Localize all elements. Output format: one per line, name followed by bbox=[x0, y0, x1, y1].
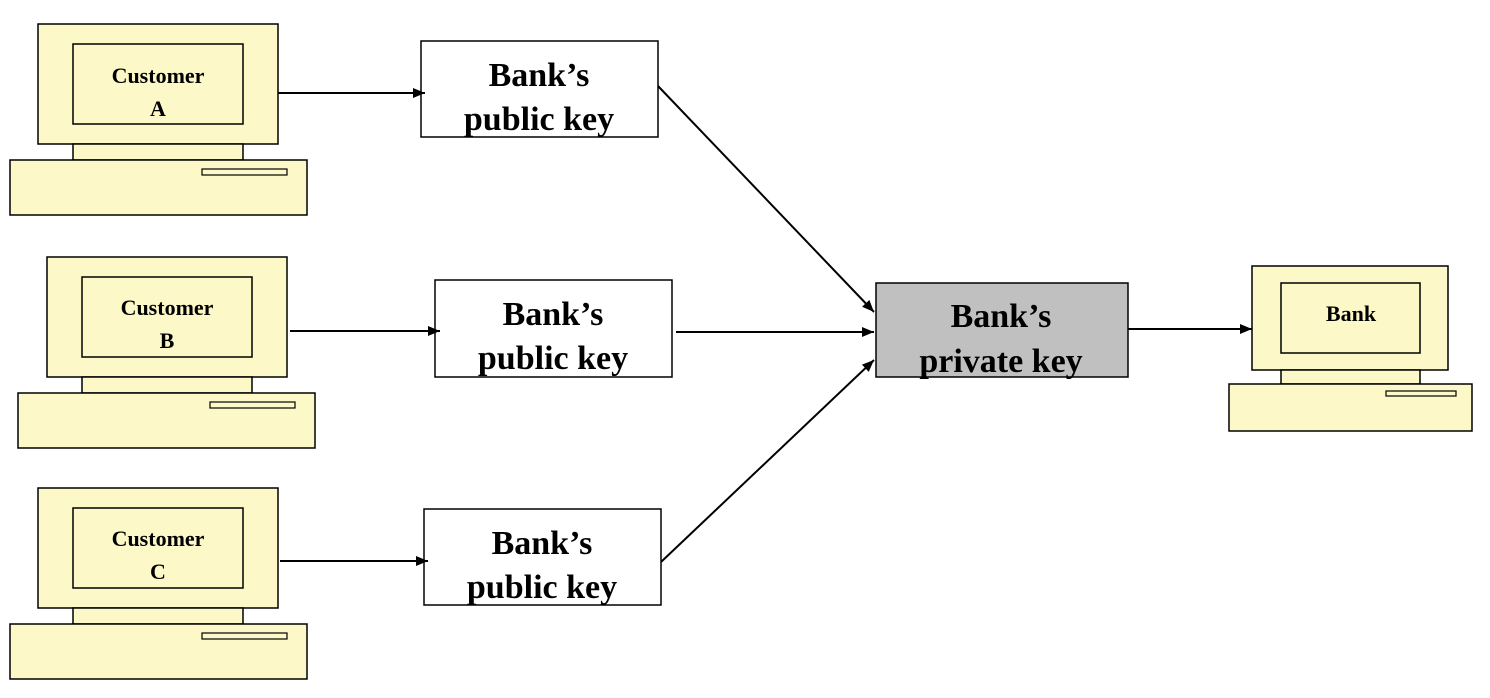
key-box bbox=[420, 40, 659, 138]
private-key-line2: private key bbox=[919, 343, 1082, 380]
public-key-box-c: Bank’s public key bbox=[423, 508, 662, 606]
arrow-public-key-c-to-private-key bbox=[660, 359, 875, 563]
public-key-box-b: Bank’s public key bbox=[434, 279, 673, 378]
computer-base bbox=[9, 159, 308, 216]
arrows bbox=[278, 85, 1252, 566]
key-box bbox=[434, 279, 673, 378]
monitor-screen bbox=[1280, 282, 1421, 354]
customer-c-computer: Customer C bbox=[9, 487, 308, 680]
private-key-line1: Bank’s bbox=[951, 298, 1052, 335]
public-key-b-line2: public key bbox=[478, 340, 628, 377]
monitor-stand bbox=[1280, 369, 1421, 385]
disk-slot bbox=[201, 632, 288, 640]
disk-slot bbox=[209, 401, 296, 409]
key-box bbox=[423, 508, 662, 606]
key-box bbox=[875, 282, 1129, 378]
bank-computer: Bank bbox=[1228, 265, 1473, 432]
monitor-screen bbox=[72, 43, 244, 125]
public-key-box-a: Bank’s public key bbox=[420, 40, 659, 138]
customer-a-computer: Customer A bbox=[9, 23, 308, 216]
disk-slot bbox=[201, 168, 288, 176]
public-key-c-line2: public key bbox=[467, 569, 617, 606]
public-key-b-line1: Bank’s bbox=[503, 296, 604, 333]
public-key-a-line1: Bank’s bbox=[489, 57, 590, 94]
public-key-a-line2: public key bbox=[464, 101, 614, 138]
monitor-screen bbox=[72, 507, 244, 589]
customer-b-label-line1: Customer bbox=[121, 295, 214, 320]
monitor-stand bbox=[72, 143, 244, 161]
public-key-c-line1: Bank’s bbox=[492, 525, 593, 562]
disk-slot bbox=[1385, 390, 1457, 397]
customer-b-label-line2: B bbox=[160, 328, 175, 353]
computer-base bbox=[17, 392, 316, 449]
private-key-box: Bank’s private key bbox=[875, 282, 1129, 380]
customer-c-label-line2: C bbox=[150, 559, 166, 584]
customer-a-label-line1: Customer bbox=[112, 63, 205, 88]
monitor-stand bbox=[81, 376, 253, 394]
customer-c-label-line1: Customer bbox=[112, 526, 205, 551]
arrow-public-key-a-to-private-key bbox=[657, 85, 875, 313]
monitor-screen bbox=[81, 276, 253, 358]
monitor-stand bbox=[72, 607, 244, 625]
bank-label: Bank bbox=[1326, 301, 1377, 326]
customer-a-label-line2: A bbox=[150, 96, 166, 121]
computer-base bbox=[9, 623, 308, 680]
customer-b-computer: Customer B bbox=[17, 256, 316, 449]
